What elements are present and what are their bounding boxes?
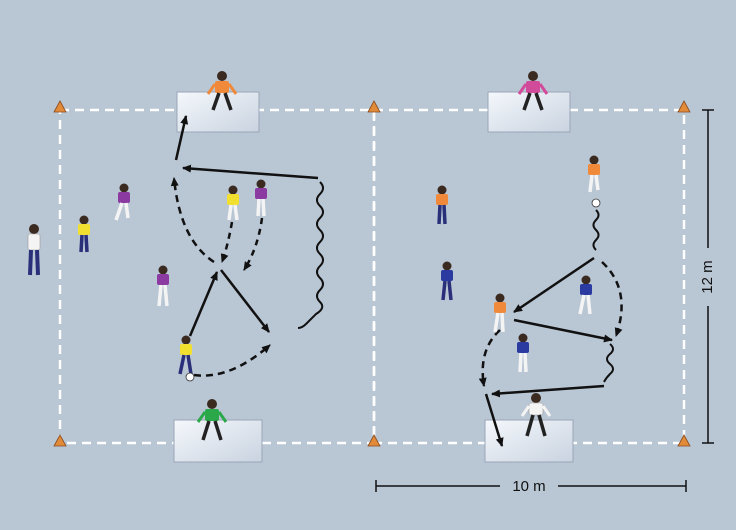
player-yellow <box>227 185 239 221</box>
dribble-arrow <box>603 343 614 383</box>
run-arrow <box>601 261 623 337</box>
dribble-arrow <box>297 181 324 329</box>
run-arrow <box>170 177 215 264</box>
cone <box>367 100 381 113</box>
pass-arrow <box>174 115 189 161</box>
right-drill-arrows <box>478 209 623 447</box>
player-orange <box>436 185 448 225</box>
dimension-height: 12 m <box>699 109 716 444</box>
run-arrow <box>193 344 271 377</box>
goalkeeper-orange <box>206 71 238 111</box>
pass-arrow <box>513 256 595 314</box>
goalkeeper-white <box>520 393 552 437</box>
pass-arrow <box>491 384 605 398</box>
dribble-arrow <box>592 209 600 251</box>
run-arrow <box>478 329 501 387</box>
player-purple <box>157 265 169 307</box>
cone <box>53 100 67 113</box>
player-blue <box>441 261 453 301</box>
left-drill-arrows <box>170 115 324 377</box>
player-yellow <box>78 215 90 253</box>
player-blue <box>578 275 592 315</box>
pass-arrow <box>484 393 504 447</box>
width-label: 10 m <box>512 478 545 495</box>
height-label: 12 m <box>699 260 716 293</box>
dimension-width: 10 m <box>375 478 687 495</box>
player-purple <box>114 183 130 221</box>
ball <box>591 198 601 208</box>
cone <box>53 434 67 447</box>
cone <box>677 434 691 447</box>
run-arrow <box>242 217 264 271</box>
run-arrow <box>220 221 234 263</box>
players <box>27 71 601 441</box>
pass-arrow <box>220 269 270 333</box>
goals <box>173 91 574 463</box>
cone <box>677 100 691 113</box>
pass-arrow <box>513 318 613 343</box>
ball <box>185 372 195 382</box>
player-orange-with-ball <box>588 155 601 208</box>
pass-arrow <box>188 271 219 337</box>
goalkeeper-pink <box>517 71 549 111</box>
goalkeeper-green <box>196 399 228 441</box>
player-purple <box>255 179 267 217</box>
player-blue <box>517 333 529 373</box>
player-yellow-with-ball <box>178 335 195 382</box>
cone <box>367 434 381 447</box>
pass-arrow <box>182 164 319 180</box>
coach <box>27 224 41 276</box>
player-orange <box>493 293 506 333</box>
cones <box>53 100 691 447</box>
